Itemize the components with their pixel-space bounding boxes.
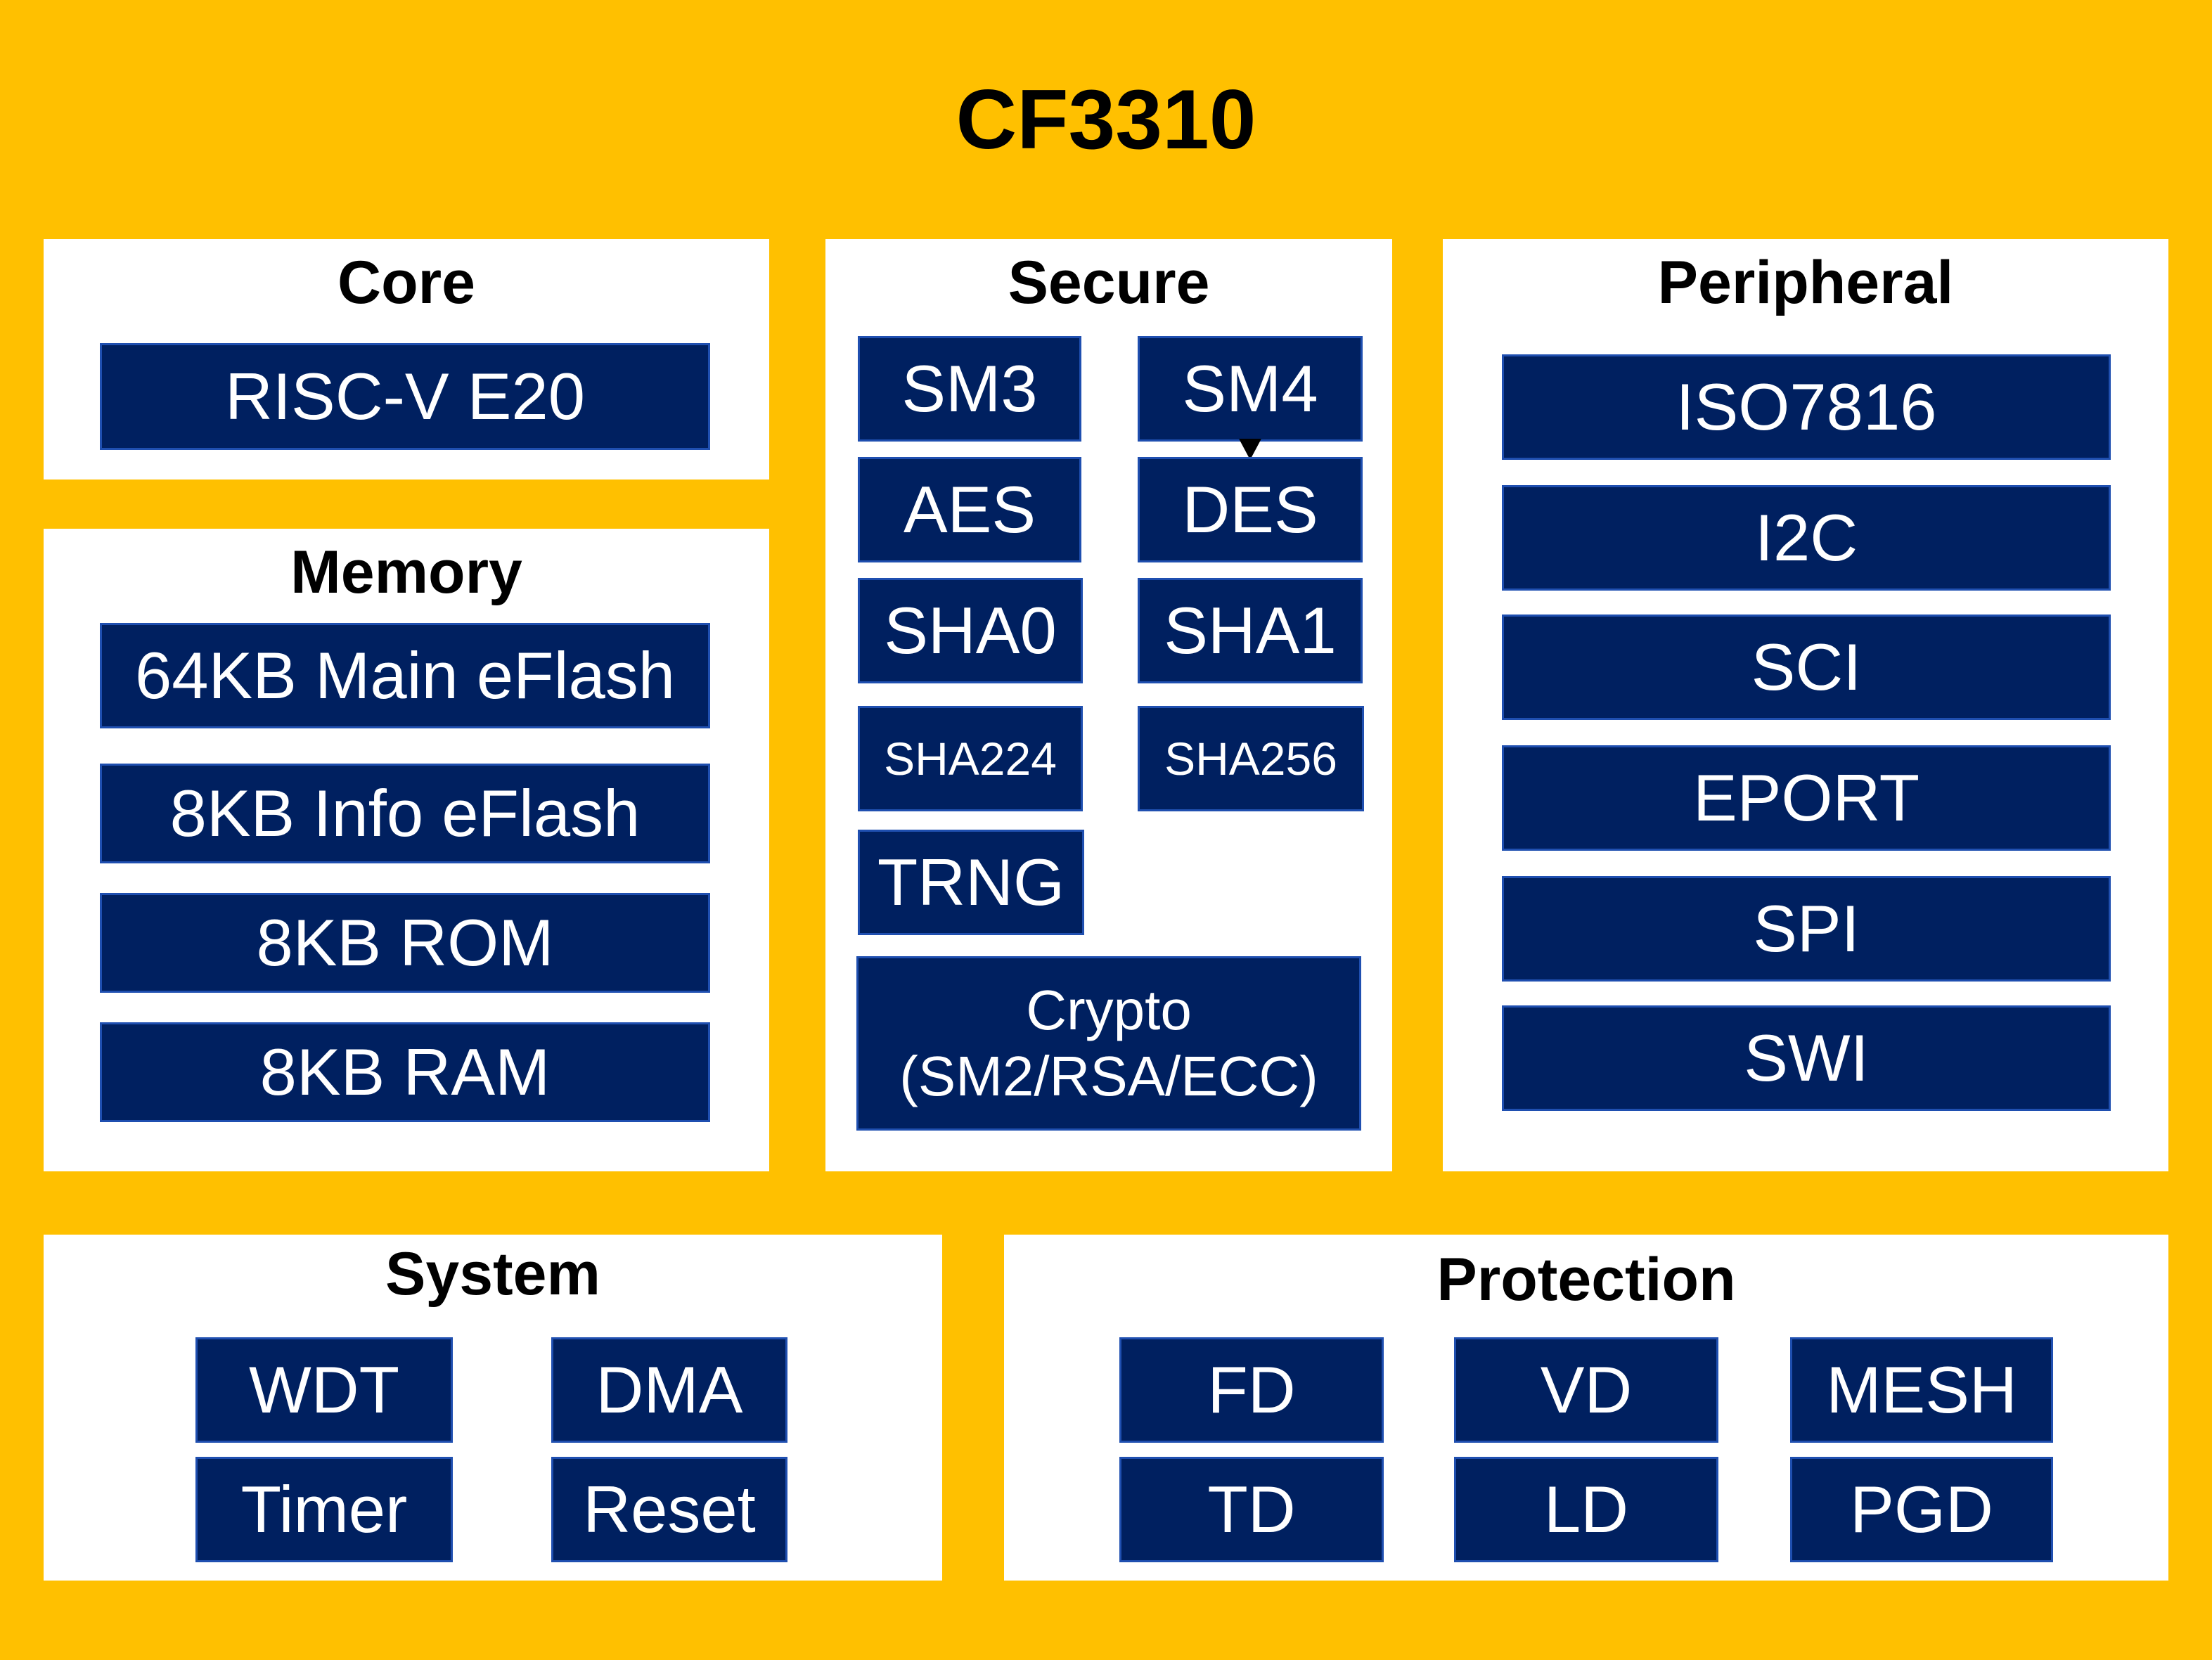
peripheral-block-eport: EPORT [1502,745,2111,851]
secure-block-sha1: SHA1 [1138,578,1363,683]
protection-panel: Protection FD VD MESH TD LD PGD [1004,1235,2168,1581]
peripheral-block-swi: SWI [1502,1005,2111,1111]
secure-block-sm3: SM3 [858,336,1081,442]
peripheral-title: Peripheral [1657,249,1954,316]
protection-block-pgd: PGD [1790,1457,2053,1562]
peripheral-block-spi: SPI [1502,876,2111,982]
core-panel: Core RISC-V E20 [44,239,769,480]
protection-block-ld: LD [1454,1457,1718,1562]
core-block-risc-v: RISC-V E20 [100,343,710,450]
secure-block-des: DES [1138,457,1363,562]
protection-block-fd: FD [1119,1337,1384,1443]
secure-block-aes: AES [858,457,1081,562]
peripheral-block-i2c: I2C [1502,485,2111,591]
protection-block-vd: VD [1454,1337,1718,1443]
system-panel: System WDT DMA Timer Reset [44,1235,942,1581]
secure-title: Secure [1008,249,1210,316]
secure-panel: Secure SM3 SM4 AES DES SHA0 SHA1 SHA224 … [825,239,1392,1171]
system-block-wdt: WDT [195,1337,453,1443]
system-block-reset: Reset [551,1457,787,1562]
secure-block-sha256: SHA256 [1138,706,1364,811]
diagram-title: CF3310 [956,72,1256,167]
system-block-timer: Timer [195,1457,453,1562]
system-block-dma: DMA [551,1337,787,1443]
memory-block-ram: 8KB RAM [100,1022,710,1122]
core-title: Core [337,249,475,316]
peripheral-block-iso7816: ISO7816 [1502,354,2111,460]
memory-block-main-eflash: 64KB Main eFlash [100,623,710,728]
protection-block-mesh: MESH [1790,1337,2053,1443]
protection-title: Protection [1436,1246,1736,1313]
memory-block-rom: 8KB ROM [100,893,710,993]
peripheral-panel: Peripheral ISO7816 I2C SCI EPORT SPI SWI [1443,239,2168,1171]
peripheral-block-sci: SCI [1502,615,2111,720]
memory-block-info-eflash: 8KB Info eFlash [100,764,710,863]
secure-block-sha0: SHA0 [858,578,1083,683]
secure-block-trng: TRNG [858,830,1084,935]
sm4-to-des-arrow [1239,439,1261,460]
system-title: System [385,1240,600,1308]
crypto-line-2: (SM2/RSA/ECC) [899,1045,1318,1107]
secure-block-sm4: SM4 [1138,336,1363,442]
crypto-line-1: Crypto [1026,978,1192,1041]
memory-title: Memory [290,539,522,606]
memory-panel: Memory 64KB Main eFlash 8KB Info eFlash … [44,529,769,1171]
secure-block-sha224: SHA224 [858,706,1083,811]
secure-block-crypto: Crypto (SM2/RSA/ECC) [856,956,1361,1131]
protection-block-td: TD [1119,1457,1384,1562]
